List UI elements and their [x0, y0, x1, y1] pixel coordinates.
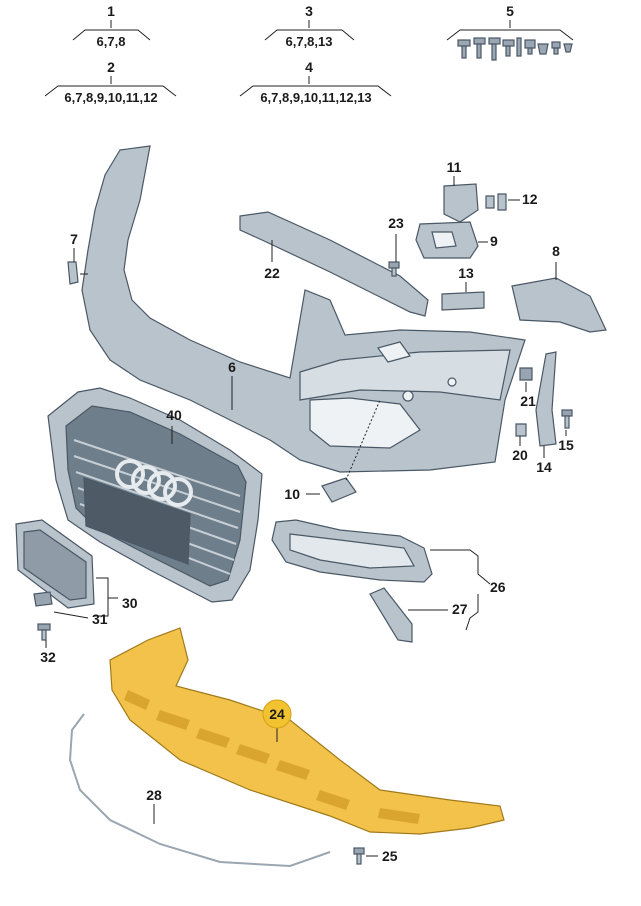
callout-3: 3 6,7,8,13	[264, 3, 355, 49]
part-13-bracket	[441, 282, 485, 311]
part-32-screw	[37, 623, 51, 648]
label-part-8: 8	[552, 243, 560, 259]
part-8-side-bracket	[511, 262, 607, 333]
callout-1-number: 1	[107, 3, 115, 19]
label-part-27: 27	[452, 601, 468, 617]
part-22-bracket	[239, 211, 429, 317]
label-part-22: 22	[264, 265, 280, 281]
label-part-9: 9	[490, 233, 498, 249]
callout-3-refs: 6,7,8,13	[286, 34, 333, 49]
callout-4: 4 6,7,8,9,10,11,12,13	[239, 59, 392, 105]
badge-part-24: 24	[262, 699, 292, 729]
label-part-20: 20	[512, 447, 528, 463]
highlighted-undertray	[109, 627, 505, 835]
bumper-cover	[81, 145, 526, 473]
part-11-bracket	[443, 176, 479, 223]
label-part-14: 14	[536, 459, 552, 475]
part-14-vertical-bracket	[535, 351, 557, 458]
label-part-7: 7	[70, 231, 78, 247]
part-7-clip	[67, 248, 88, 285]
label-part-15: 15	[558, 437, 574, 453]
license-plate-holder	[15, 519, 95, 609]
part-15-screw	[561, 409, 573, 436]
part-23-screw	[388, 234, 400, 277]
part-21-nut	[519, 367, 533, 392]
part-31-clip	[33, 591, 89, 619]
part-28-trim-strip	[68, 713, 331, 868]
label-part-25: 25	[382, 848, 398, 864]
label-part-28: 28	[146, 787, 162, 803]
part-10-cap	[306, 399, 381, 503]
callout-4-refs: 6,7,8,9,10,11,12,13	[260, 90, 371, 105]
label-part-40: 40	[166, 407, 182, 423]
part-27-side-trim	[369, 587, 448, 643]
callout-2: 2 6,7,8,9,10,11,12	[44, 59, 177, 105]
label-part-6: 6	[228, 359, 236, 375]
part-12-clip	[485, 193, 520, 211]
grille	[47, 387, 263, 603]
callout-3-number: 3	[305, 3, 313, 19]
callout-2-number: 2	[107, 59, 115, 75]
part-9-mount	[415, 221, 488, 259]
label-part-11: 11	[447, 159, 462, 175]
label-part-12: 12	[522, 191, 538, 207]
label-part-32: 32	[40, 649, 56, 665]
callout-4-number: 4	[305, 59, 313, 75]
callout-5-number: 5	[506, 3, 514, 19]
label-part-21: 21	[520, 393, 536, 409]
label-part-23: 23	[388, 215, 404, 231]
part-25-screw	[353, 847, 378, 865]
part-26-lower-grille	[271, 519, 491, 631]
undertray-ribs	[124, 690, 420, 824]
callout-5-fastener-set: 5	[446, 3, 574, 61]
label-part-30: 30	[122, 595, 138, 611]
label-part-13: 13	[458, 265, 474, 281]
fastener-icons	[457, 37, 573, 61]
label-part-10: 10	[284, 486, 300, 502]
callout-1: 1 6,7,8	[72, 3, 151, 49]
callout-1-refs: 6,7,8	[97, 34, 126, 49]
label-part-24: 24	[269, 706, 285, 722]
label-part-31: 31	[92, 611, 108, 627]
four-ring-emblem	[115, 459, 193, 507]
label-part-26: 26	[490, 579, 506, 595]
part-20-clip	[515, 423, 527, 446]
callout-2-refs: 6,7,8,9,10,11,12	[64, 90, 157, 105]
